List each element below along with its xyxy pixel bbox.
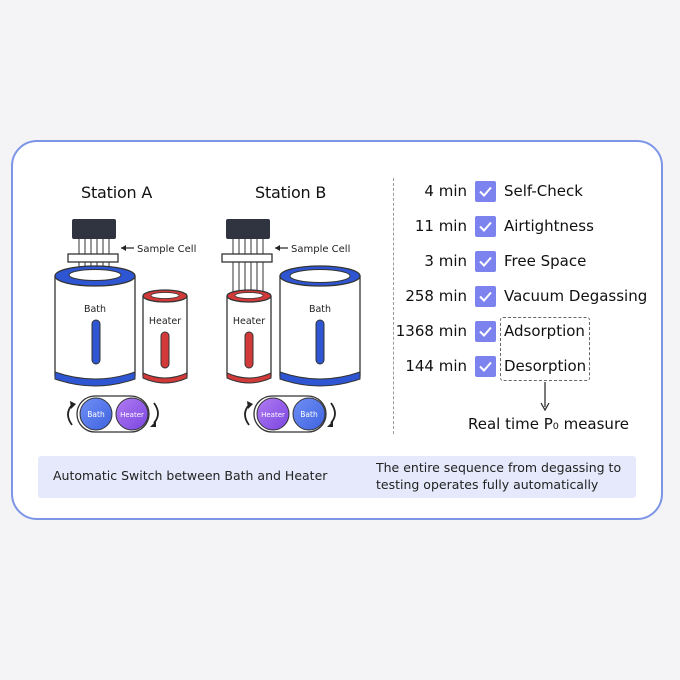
step-label: Airtightness [504, 217, 594, 235]
banner-left-text: Automatic Switch between Bath and Heater [53, 468, 328, 483]
bath-b [279, 265, 361, 387]
check-icon [475, 181, 496, 202]
step-label: Adsorption [504, 322, 585, 340]
realtime-p0-label: Real time P₀ measure [468, 415, 630, 433]
rotor-left-label-a: Bath [87, 410, 105, 419]
heater-label-b: Heater [233, 316, 265, 327]
step-time: 1368 min [395, 322, 467, 340]
step-row: 258 min Vacuum Degassing [395, 283, 665, 311]
station-b [221, 219, 361, 433]
heater-b [226, 289, 272, 384]
step-label: Free Space [504, 252, 587, 270]
rotor-b [244, 395, 336, 433]
step-row: 144 min Desorption [395, 353, 665, 381]
rotor-a [67, 395, 159, 433]
step-row: 11 min Airtightness [395, 213, 665, 241]
info-banner: Automatic Switch between Bath and Heater… [38, 456, 636, 498]
down-arrow [540, 382, 550, 412]
rotor-left-label-b: Heater [261, 411, 285, 419]
sample-cell-label-b: Sample Cell [291, 244, 350, 255]
sample-cell-b [221, 219, 288, 296]
heater-a [142, 289, 188, 384]
step-label: Desorption [504, 357, 587, 375]
heater-label-a: Heater [149, 316, 181, 327]
rotor-right-label-b: Bath [300, 410, 318, 419]
bath-label-a: Bath [84, 304, 106, 315]
adsorption-desorption-group [500, 317, 590, 381]
rotor-right-label-a: Heater [120, 411, 144, 419]
banner-right-text: The entire sequence from degassing to te… [376, 460, 622, 492]
station-b-title: Station B [255, 183, 327, 202]
step-time: 3 min [424, 252, 467, 270]
step-time: 11 min [414, 217, 467, 235]
check-icon [475, 251, 496, 272]
check-icon [475, 286, 496, 307]
step-row: 1368 min Adsorption [395, 318, 665, 346]
check-icon [475, 321, 496, 342]
check-icon [475, 356, 496, 377]
check-icon [475, 216, 496, 237]
step-label: Self-Check [504, 182, 583, 200]
step-time: 4 min [424, 182, 467, 200]
bath-label-b: Bath [309, 304, 331, 315]
bath-a [54, 265, 136, 387]
step-row: 4 min Self-Check [395, 178, 665, 206]
step-label: Vacuum Degassing [504, 287, 648, 305]
station-a [54, 219, 188, 433]
station-a-title: Station A [81, 183, 153, 202]
step-time: 144 min [405, 357, 467, 375]
sample-cell-a [67, 219, 134, 285]
sample-cell-label-a: Sample Cell [137, 244, 196, 255]
step-time: 258 min [405, 287, 467, 305]
divider [393, 178, 394, 434]
step-row: 3 min Free Space [395, 248, 665, 276]
